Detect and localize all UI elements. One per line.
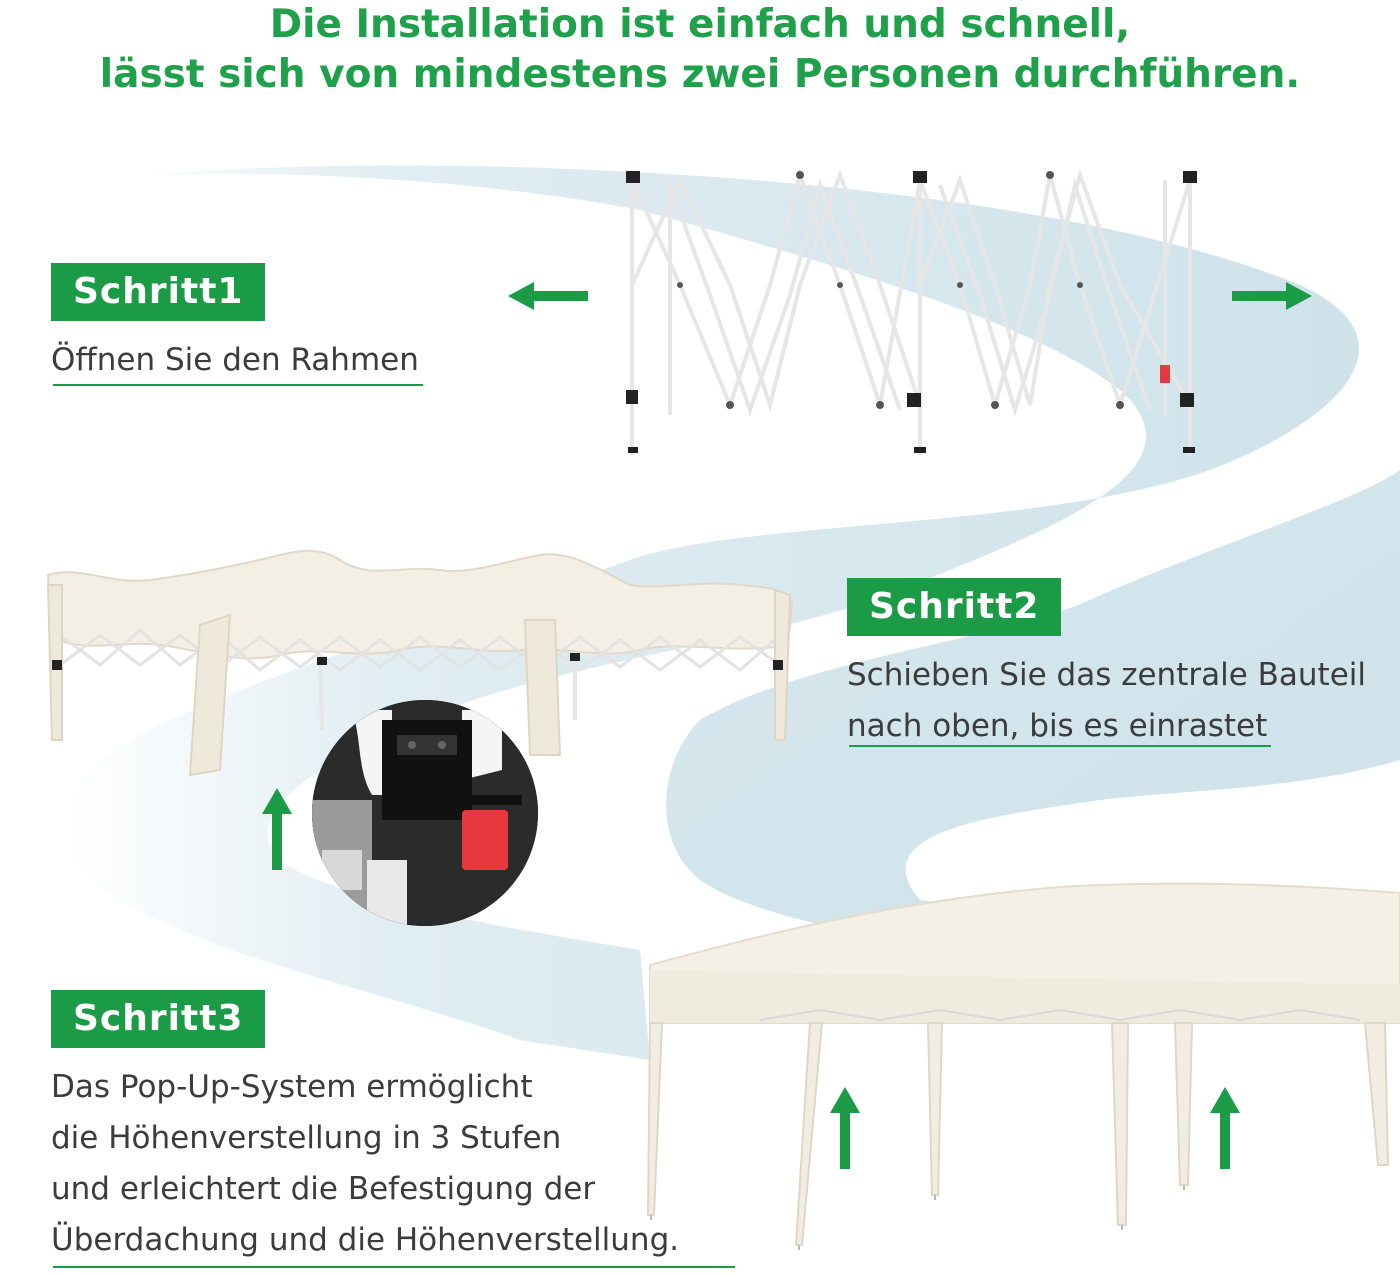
step3-line-3: und erleichtert die Befestigung der (51, 1171, 596, 1207)
step3-description: Das Pop-Up-System ermöglicht die Höhenve… (51, 1062, 679, 1266)
arrow-up-icon (830, 1087, 860, 1169)
step1-description: Öffnen Sie den Rahmen (51, 335, 419, 386)
step3-line-2: die Höhenverstellung in 3 Stufen (51, 1120, 562, 1156)
step2-line-1: Schieben Sie das zentrale Bauteil (847, 657, 1366, 693)
lock-mechanism-drawing (312, 700, 538, 926)
step1-badge: Schritt1 (51, 263, 266, 321)
path-lower (666, 470, 1400, 1000)
step3-badge: Schritt3 (51, 990, 266, 1048)
headline-line-1: Die Installation ist einfach und schnell… (269, 2, 1131, 47)
arrow-right-icon (1232, 282, 1312, 310)
canopy-frame-illustration (46, 549, 794, 777)
expanded-frame-illustration (626, 168, 1197, 455)
step2-description: Schieben Sie das zentrale Bauteil nach o… (847, 650, 1366, 752)
step3-line-4: Überdachung und die Höhenverstellung. (51, 1222, 680, 1258)
headline-line-2: lässt sich von mindestens zwei Personen … (99, 52, 1301, 97)
step3-line-1: Das Pop-Up-System ermöglicht (51, 1069, 533, 1105)
arrow-left-icon (508, 282, 588, 310)
assembled-gazebo-illustration (646, 882, 1400, 1250)
step2-underline (849, 745, 1271, 747)
step3-underline (53, 1266, 735, 1268)
arrow-up-icon (1210, 1087, 1240, 1169)
step2-line-2: nach oben, bis es einrastet (847, 708, 1268, 744)
headline: Die Installation ist einfach und schnell… (0, 0, 1400, 100)
step2-badge: Schritt2 (847, 578, 1062, 636)
step1-underline (53, 384, 423, 386)
lock-mechanism-closeup (312, 700, 538, 926)
step1-line-1: Öffnen Sie den Rahmen (51, 342, 419, 378)
arrow-up-icon (262, 788, 292, 870)
